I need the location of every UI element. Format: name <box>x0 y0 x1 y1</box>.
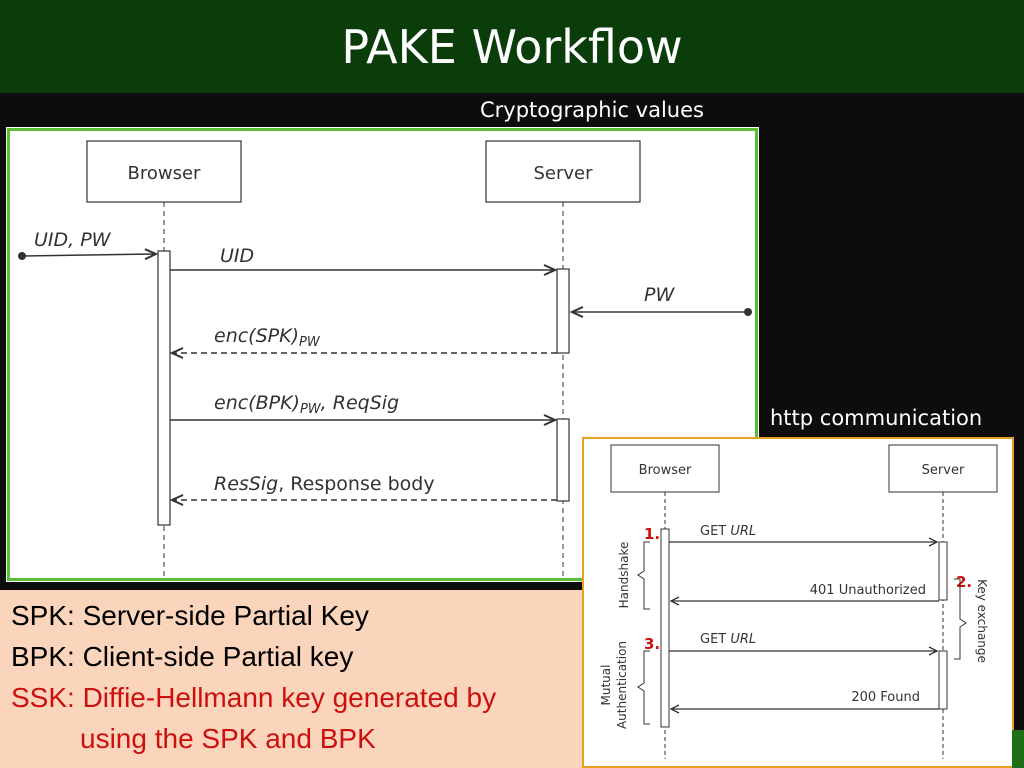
handshake-brace <box>637 541 650 610</box>
http-server-box <box>888 444 998 493</box>
mutual-auth-brace <box>637 650 650 725</box>
step-1-marker: 1. <box>644 525 660 543</box>
uid-label: UID <box>220 245 254 267</box>
http-browser-activation <box>660 528 670 728</box>
pake-sequence-svg: Browser Server UID, PW UID PW enc(SPK)PW… <box>18 140 752 576</box>
server-actor-label: Server <box>533 163 593 184</box>
enc-spk-label: enc(SPK)PW <box>214 325 321 350</box>
browser-activation <box>157 250 171 526</box>
http-browser-label: Browser <box>639 463 692 478</box>
browser-actor-label: Browser <box>128 163 202 184</box>
http-browser-box <box>610 444 720 493</box>
step-2-marker: 2. <box>956 573 972 591</box>
pw-label: PW <box>644 284 675 306</box>
authentication-label: Authentication <box>615 641 629 729</box>
step-3-marker: 3. <box>644 635 660 653</box>
enc-bpk-label: enc(BPK)PW, ReqSig <box>214 392 399 417</box>
uid-pw-label: UID, PW <box>34 229 112 251</box>
legend-spk: SPK: Server-side Partial Key <box>11 600 369 631</box>
server-activation-2 <box>556 418 570 502</box>
uid-pw-arrow <box>21 254 156 256</box>
title-bar <box>0 0 1024 93</box>
legend-bpk: BPK: Client-side Partial key <box>11 641 354 672</box>
key-exchange-label: Key exchange <box>975 579 989 663</box>
legend-ssk-line2: using the SPK and BPK <box>80 723 376 754</box>
browser-actor-box <box>86 140 242 203</box>
http-401-label: 401 Unauthorized <box>810 583 926 598</box>
http-server-activation-1 <box>938 541 948 601</box>
server-activation-1 <box>556 268 570 354</box>
legend-box <box>0 590 584 768</box>
http-get2-label: GET URL <box>700 632 756 647</box>
mutual-label: Mutual <box>599 665 613 706</box>
http-server-label: Server <box>922 463 965 478</box>
http-get1-label: GET URL <box>700 524 756 539</box>
handshake-label: Handshake <box>617 542 631 609</box>
http-sequence-diagram: Browser Server GET URL 1. 401 Unauthoriz… <box>582 437 1014 768</box>
http-server-activation-2 <box>938 650 948 710</box>
cryptographic-values-caption: Cryptographic values <box>480 98 704 122</box>
pake-sequence-diagram: Browser Server UID, PW UID PW enc(SPK)PW… <box>6 127 759 582</box>
corner-accent <box>1012 730 1024 768</box>
http-200-label: 200 Found <box>851 690 920 705</box>
ressig-label: ResSig, Response body <box>214 473 435 495</box>
http-sequence-svg: Browser Server GET URL 1. 401 Unauthoriz… <box>599 444 998 759</box>
slide-title: PAKE Workflow <box>341 20 683 74</box>
http-communication-caption: http communication <box>770 406 983 430</box>
key-exchange-brace <box>954 578 967 660</box>
legend-ssk-line1: SSK: Diffie-Hellmann key generated by <box>11 682 497 713</box>
